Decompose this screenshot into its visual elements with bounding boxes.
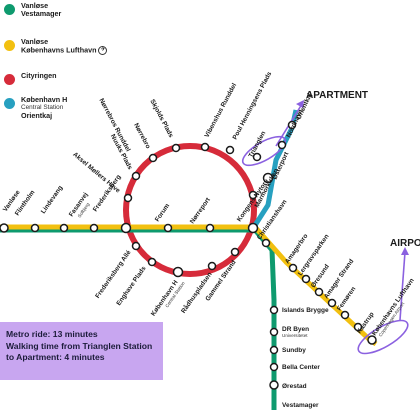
station-dot-marmorkirken[interactable] [248,190,258,200]
station-dot-aksel-moller[interactable] [123,193,133,203]
walking-time-text: Walking time from Trianglen Station [6,340,153,351]
station-dot-amagerbro[interactable] [288,263,298,273]
label-norrebro: Nørrebro [132,122,151,150]
legend-note: Central Station [21,104,64,112]
label-islands-brygge: Islands Brygge [282,307,329,314]
label-vibenshus: Vibenshus Runddel [204,82,239,139]
legend-sub: Vestamager [21,9,62,19]
legend-name: Vanløse [21,37,49,46]
label-dr-byen: DR Byen [282,326,309,333]
station-dot-kobenhavn-h[interactable] [172,266,184,278]
airport-tag: AIRPORT [390,238,420,249]
label-bella-center: Bella Center [282,364,320,371]
station-dot-skjolds[interactable] [171,143,181,153]
legend-sub: Københavns Lufthavn [21,45,97,55]
label-orientkaj: Orientkaj [295,92,313,121]
station-dot-lufthavn[interactable] [367,335,377,345]
airport-arrow [399,247,409,321]
legend-sub: Orientkaj [21,111,53,121]
station-dot-kastrup[interactable] [353,322,363,332]
legend-name: Vanløse [21,1,49,10]
legend-item-yellow: Vanløse Københavns Lufthavn✈ [4,37,108,56]
label-forum: Forum [154,202,171,223]
station-dot-norrebro[interactable] [148,153,158,163]
station-dot-fasanvej[interactable] [89,223,99,233]
station-dot-sundby[interactable] [269,345,279,355]
metro-ride-text: Metro ride: 13 minutes [6,329,98,339]
legend-item-red: Cityringen [4,71,57,85]
label-lufthavn: Københavns Lufthavn [371,277,416,337]
station-dot-lergravsparken[interactable] [301,274,311,284]
label-skjolds: Skjolds Plads [148,98,174,139]
station-dot-frederiksberg-alle[interactable] [131,241,141,251]
station-dot-flintholm[interactable] [30,223,40,233]
label-norreport: Nørreport [189,196,212,225]
green-line-icon [4,4,15,15]
label-aksel-moller: Aksel Møllers Have [71,151,121,195]
travel-info-box: Metro ride: 13 minutes Walking time from… [0,322,163,380]
trianglen-highlight [241,135,287,167]
station-dot-radhuspladsen[interactable] [207,261,217,271]
station-dot-enghave[interactable] [147,257,157,267]
station-dot-frederiksberg[interactable] [120,222,132,234]
station-dot-oresund[interactable] [314,287,324,297]
label-orestad: Ørestad [282,383,307,390]
airplane-icon: ✈ [98,46,108,56]
label-oresund: Øresund [310,263,331,289]
label-lindevang: Lindevang [40,184,64,215]
station-dot-christianshavn[interactable] [261,238,271,248]
cyan-line-icon [4,98,15,109]
station-dot-osterport[interactable] [262,172,274,184]
station-dot-trianglen[interactable] [252,152,262,162]
label-poul-henningsens: Poul Henningsens Plads [232,70,274,141]
label-enghave: Enghave Plads [115,265,147,307]
cityringen-line [123,143,257,277]
apartment-tag: APARTMENT [306,90,368,101]
station-dot-vanlose[interactable] [0,223,9,233]
station-dot-nuuks[interactable] [131,171,141,181]
legend-item-green: Vanløse Vestamager [4,1,62,19]
airport-highlight [357,319,409,355]
station-dot-forum[interactable] [163,223,173,233]
station-dot-islands-brygge[interactable] [269,305,279,315]
station-dot-gammel-strand[interactable] [230,247,240,257]
yellow-line-icon [4,40,15,51]
label-dr-byen-sub: Universitetet [282,333,308,338]
station-dot-dr-byen[interactable] [269,327,279,337]
station-dot-orientkaj[interactable] [287,120,297,130]
legend-name: København H [21,95,68,104]
station-dot-kongens-nytorv[interactable] [247,222,259,234]
label-sundby: Sundby [282,347,306,354]
station-dot-poul-henningsens[interactable] [225,145,235,155]
station-dot-vibenshus[interactable] [200,142,210,152]
station-dot-norreport[interactable] [205,223,215,233]
label-vestamager: Vestamager [282,402,319,409]
station-dot-bella-center[interactable] [269,362,279,372]
station-dot-femoren[interactable] [340,310,350,320]
walking-time-text-2: to Apartment: 4 minutes [6,352,105,363]
station-dot-orestad[interactable] [269,380,279,390]
station-dot-amager-strand[interactable] [327,298,337,308]
station-dot-nordhavn[interactable] [277,140,287,150]
legend-item-cyan: København H Central Station Orientkaj [4,95,68,121]
label-femoren: Femøren [336,286,357,313]
red-line-icon [4,74,15,85]
station-dot-lindevang[interactable] [59,223,69,233]
legend-name: Cityringen [21,71,57,80]
